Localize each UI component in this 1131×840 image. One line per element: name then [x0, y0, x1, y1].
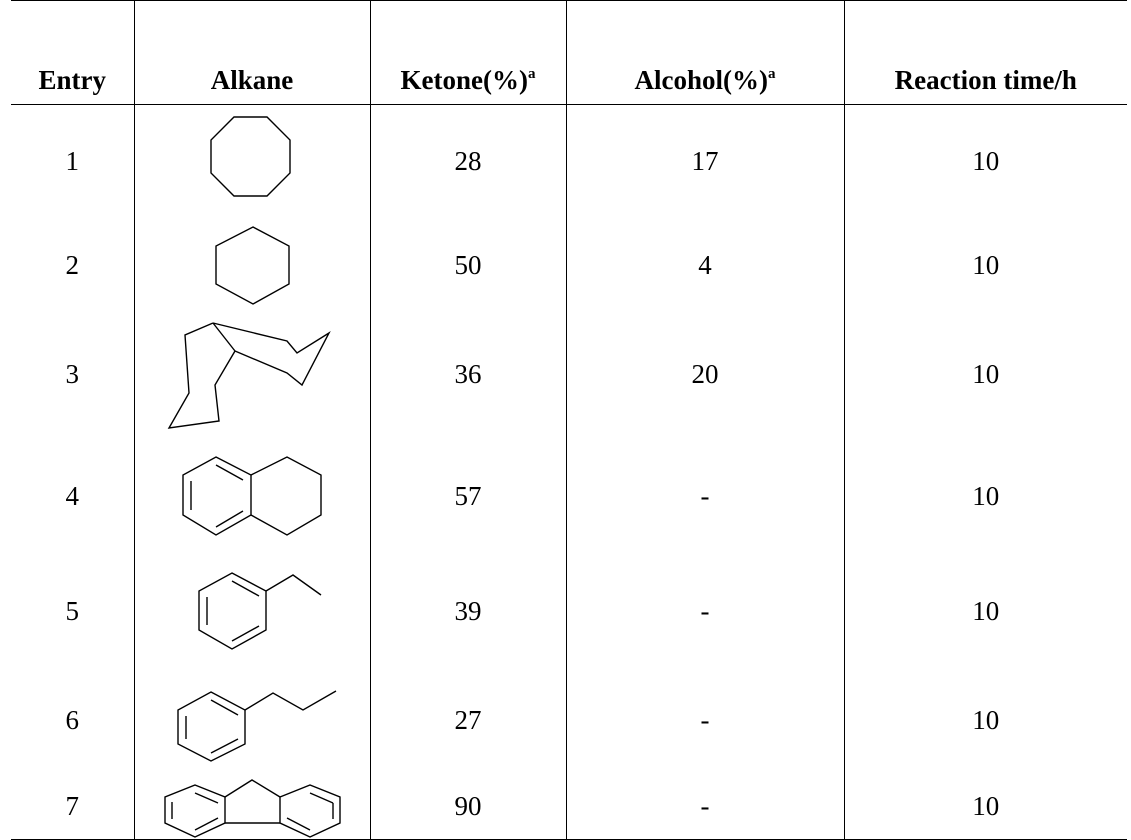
ketone-cell: 50 [369, 218, 566, 313]
time-cell: 10 [843, 218, 1127, 313]
entry-cell: 3 [65, 359, 80, 389]
ketone-cell: 39 [369, 556, 566, 667]
entry-cell: 4 [65, 481, 80, 511]
header-ketone-footnote: a [527, 66, 536, 82]
alcohol-cell: 4 [565, 218, 844, 313]
header-time: Reaction time/h [843, 0, 1127, 105]
header-entry: Entry [11, 0, 134, 105]
alkane-cell [133, 774, 370, 840]
ethylbenzene-structure [197, 571, 321, 650]
header-alkane-label: Alkane [210, 65, 294, 95]
header-row: Entry Alkane Ketone(%)a Alcohol(%)a Reac… [11, 0, 1127, 105]
fluorene-structure [163, 778, 341, 838]
time-cell: 10 [843, 556, 1127, 667]
ketone-cell: 28 [369, 104, 566, 219]
alkane-cell [133, 104, 370, 219]
header-alcohol: Alcohol(%)a [565, 0, 844, 105]
header-entry-label: Entry [38, 65, 107, 95]
alkane-cell [133, 436, 370, 557]
table-row: 5 39 - 10 [11, 556, 1127, 667]
alcohol-cell: - [565, 774, 844, 840]
ketone-cell: 27 [369, 666, 566, 775]
cyclooctane-structure [210, 116, 291, 197]
alkane-cell [133, 218, 370, 313]
alcohol-cell: 17 [565, 104, 844, 219]
decalin-structure [167, 321, 331, 429]
alcohol-cell: - [565, 666, 844, 775]
header-ketone: Ketone(%)a [369, 0, 566, 105]
alcohol-cell: - [565, 436, 844, 557]
table-row: 7 90 - 10 [11, 774, 1127, 840]
entry-cell: 1 [65, 146, 80, 177]
propylbenzene-structure [176, 689, 336, 762]
entry-cell: 6 [65, 705, 80, 735]
alkane-cell [133, 312, 370, 437]
entry-cell: 7 [11, 774, 134, 840]
table-row: 1 28 17 10 [11, 104, 1127, 219]
ketone-cell: 36 [369, 312, 566, 437]
header-alcohol-label: Alcohol(%) [634, 65, 768, 95]
alcohol-cell: - [565, 556, 844, 667]
header-ketone-label: Ketone(%) [400, 65, 528, 95]
table-row: 2 50 4 10 [11, 218, 1127, 313]
ketone-cell: 90 [369, 774, 566, 840]
alkane-cell [133, 556, 370, 667]
results-table: Entry Alkane Ketone(%)a Alcohol(%)a Reac… [11, 0, 1127, 840]
table-row: 4 57 - 10 [11, 436, 1127, 557]
time-cell: 10 [843, 436, 1127, 557]
entry-cell: 5 [65, 596, 80, 626]
entry-cell: 2 [65, 250, 80, 280]
time-cell: 10 [843, 312, 1127, 437]
time-cell: 10 [843, 774, 1127, 840]
cyclohexane-structure [215, 225, 290, 305]
header-alcohol-footnote: a [767, 66, 776, 82]
header-alkane: Alkane [133, 0, 370, 105]
time-cell: 10 [843, 666, 1127, 775]
ketone-cell: 57 [369, 436, 566, 557]
alcohol-cell: 20 [565, 312, 844, 437]
table-row: 3 36 20 10 [11, 312, 1127, 437]
header-time-label: Reaction time/h [894, 65, 1077, 95]
time-cell: 10 [843, 104, 1127, 219]
alkane-cell [133, 666, 370, 775]
table-row: 6 27 - 10 [11, 666, 1127, 775]
tetralin-structure [181, 455, 322, 536]
